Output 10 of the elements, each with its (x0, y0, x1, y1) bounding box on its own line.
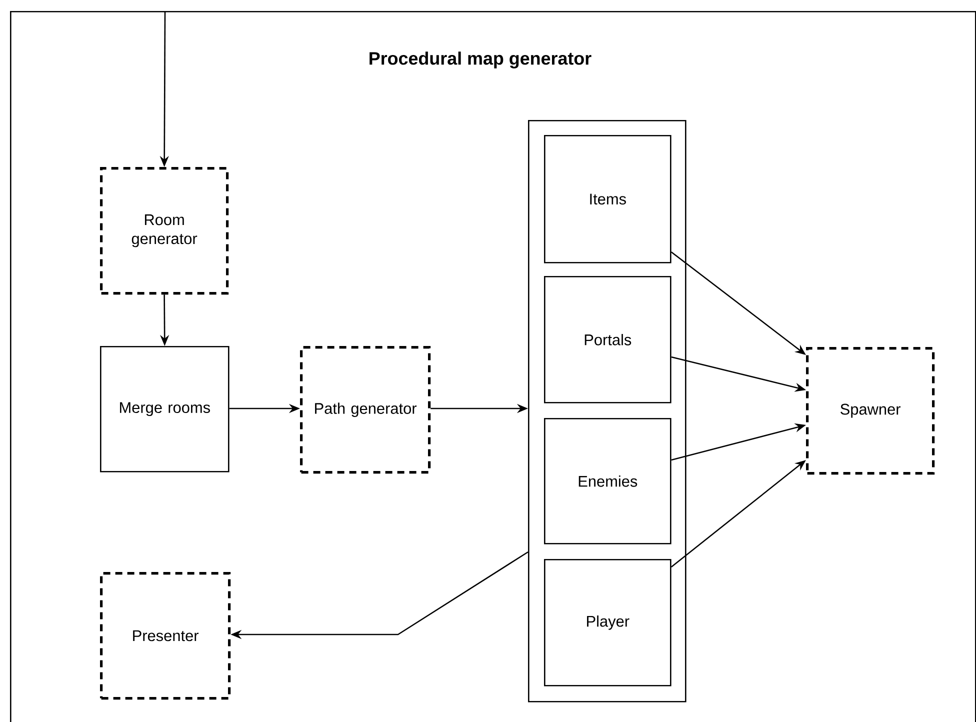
container-box (528, 120, 686, 702)
dashed-box: Presenter (100, 572, 231, 700)
process-box: Enemies (544, 418, 672, 544)
dashed-box: Path generator (300, 346, 431, 474)
process-box: Merge rooms (100, 346, 230, 472)
process-box: Portals (544, 276, 672, 404)
process-box: Items (544, 135, 672, 264)
process-box: Player (544, 559, 672, 686)
dashed-box: Spawner (806, 347, 935, 475)
dashed-box: Room generator (100, 167, 229, 295)
